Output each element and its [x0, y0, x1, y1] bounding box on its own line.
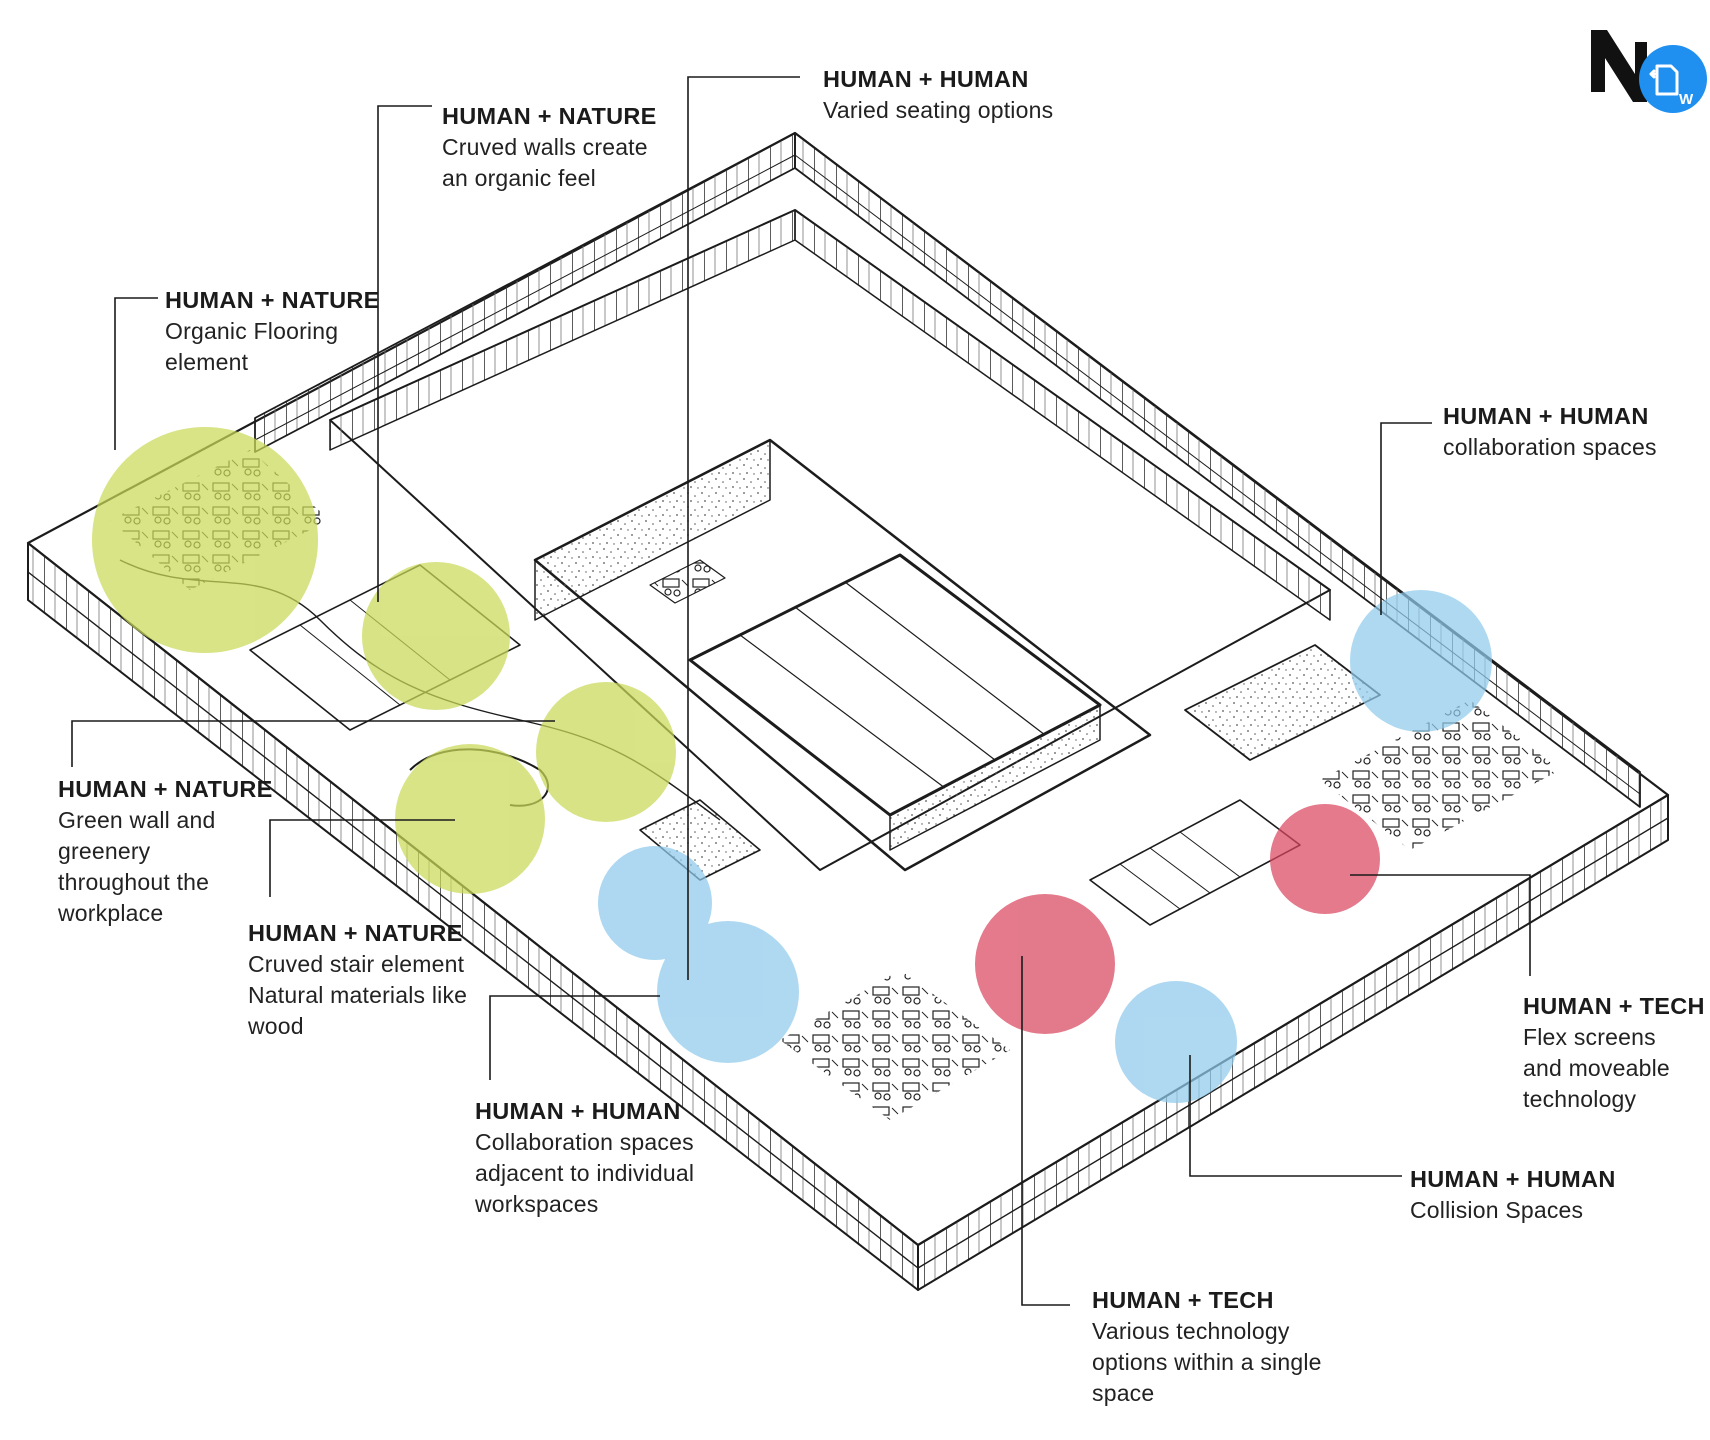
leader-varied-seating	[687, 76, 800, 980]
convert-badge	[1639, 45, 1707, 113]
annotation-line: technology	[1523, 1086, 1637, 1112]
collision-spaces-zone	[1115, 981, 1237, 1103]
workstations-right	[1320, 700, 1560, 850]
annotation-title: HUMAN + NATURE	[165, 287, 380, 313]
annotation-title: HUMAN + TECH	[1523, 993, 1705, 1019]
annotation-line: adjacent to individual	[475, 1160, 695, 1186]
leader-curved-stair	[269, 819, 455, 897]
annotation-curved-walls: HUMAN + NATURE Cruved walls create an or…	[442, 101, 657, 194]
annotation-line: wood	[248, 1013, 304, 1039]
annotation-title: HUMAN + HUMAN	[1410, 1166, 1616, 1192]
workstations-front	[780, 970, 1010, 1120]
curved-stair-zone	[395, 744, 545, 894]
annotation-collision-spaces: HUMAN + HUMAN Collision Spaces	[1410, 1164, 1616, 1226]
annotation-various-tech: HUMAN + TECH Various technology options …	[1092, 1285, 1322, 1409]
annotation-title: HUMAN + NATURE	[442, 103, 657, 129]
annotation-line: greenery	[58, 838, 151, 864]
annotation-line: collaboration spaces	[1443, 434, 1657, 460]
annotation-title: HUMAN + HUMAN	[475, 1098, 681, 1124]
leader-green-wall	[71, 720, 555, 767]
annotation-organic-flooring: HUMAN + NATURE Organic Flooring element	[165, 285, 380, 378]
annotation-line: Cruved stair element	[248, 951, 465, 977]
annotation-varied-seating: HUMAN + HUMAN Varied seating options	[823, 64, 1053, 126]
brand-logo[interactable]: W	[1585, 22, 1710, 122]
leader-curved-walls	[377, 105, 432, 602]
annotation-line: Flex screens	[1523, 1024, 1656, 1050]
leader-collab-adjacent	[489, 995, 660, 1080]
annotation-line: throughout the	[58, 869, 210, 895]
flex-screens-zone	[1270, 804, 1380, 914]
leader-organic-flooring	[114, 297, 158, 450]
leader-flex-screens	[1350, 874, 1531, 976]
annotation-green-wall: HUMAN + NATURE Green wall and greenery t…	[58, 774, 273, 929]
green-wall-zone	[536, 682, 676, 822]
varied-seating-zone	[598, 846, 712, 960]
logo-badge-letter: W	[1679, 91, 1694, 108]
highlight-zones	[92, 427, 1492, 1103]
organic-flooring-zone	[92, 427, 318, 653]
annotation-line: Organic Flooring	[165, 318, 339, 344]
leader-various-tech	[1021, 956, 1070, 1306]
leader-collaboration-spaces	[1380, 422, 1432, 615]
annotation-line: Natural materials like	[248, 982, 468, 1008]
annotation-line: workplace	[58, 900, 164, 926]
document-convert-icon	[1649, 64, 1679, 96]
annotation-collaboration-spaces: HUMAN + HUMAN collaboration spaces	[1443, 401, 1657, 463]
core-block-inner-face	[889, 704, 1101, 851]
annotation-title: HUMAN + TECH	[1092, 1287, 1274, 1313]
right-glass-rooms	[1089, 799, 1301, 926]
various-tech-zone	[975, 894, 1115, 1034]
curved-walls-zone	[362, 562, 510, 710]
annotation-line: element	[165, 349, 249, 375]
annotation-line: Various technology	[1092, 1318, 1290, 1344]
collaboration-spaces-zone	[1350, 590, 1492, 732]
core-block-inner	[688, 553, 1102, 817]
annotation-line: Green wall and	[58, 807, 216, 833]
annotation-line: an organic feel	[442, 165, 596, 191]
annotation-title: HUMAN + HUMAN	[823, 66, 1029, 92]
annotation-flex-screens: HUMAN + TECH Flex screens and moveable t…	[1523, 991, 1705, 1115]
atrium-inner-wall-right	[794, 209, 1331, 621]
annotation-title: HUMAN + NATURE	[248, 920, 463, 946]
core-block-speckle-left	[534, 439, 771, 621]
leader-collision-spaces	[1189, 1055, 1402, 1177]
annotation-title: HUMAN + HUMAN	[1443, 403, 1649, 429]
annotation-line: and moveable	[1523, 1055, 1670, 1081]
collab-adjacent-zone	[657, 921, 799, 1063]
annotation-line: options within a single	[1092, 1349, 1322, 1375]
annotation-line: Cruved walls create	[442, 134, 648, 160]
atrium-inner-wall-left	[329, 209, 796, 451]
annotation-collab-adjacent: HUMAN + HUMAN Collaboration spaces adjac…	[475, 1096, 694, 1220]
annotation-line: Varied seating options	[823, 97, 1054, 123]
leader-lines	[71, 76, 1531, 1306]
annotation-curved-stair: HUMAN + NATURE Cruved stair element Natu…	[248, 918, 467, 1042]
annotation-line: space	[1092, 1380, 1155, 1406]
logo-mark	[1591, 30, 1647, 102]
annotation-line: Collaboration spaces	[475, 1129, 694, 1155]
annotation-line: workspaces	[475, 1191, 599, 1217]
left-glass-rooms	[249, 564, 521, 731]
annotation-line: Collision Spaces	[1410, 1197, 1584, 1223]
annotation-title: HUMAN + NATURE	[58, 776, 273, 802]
